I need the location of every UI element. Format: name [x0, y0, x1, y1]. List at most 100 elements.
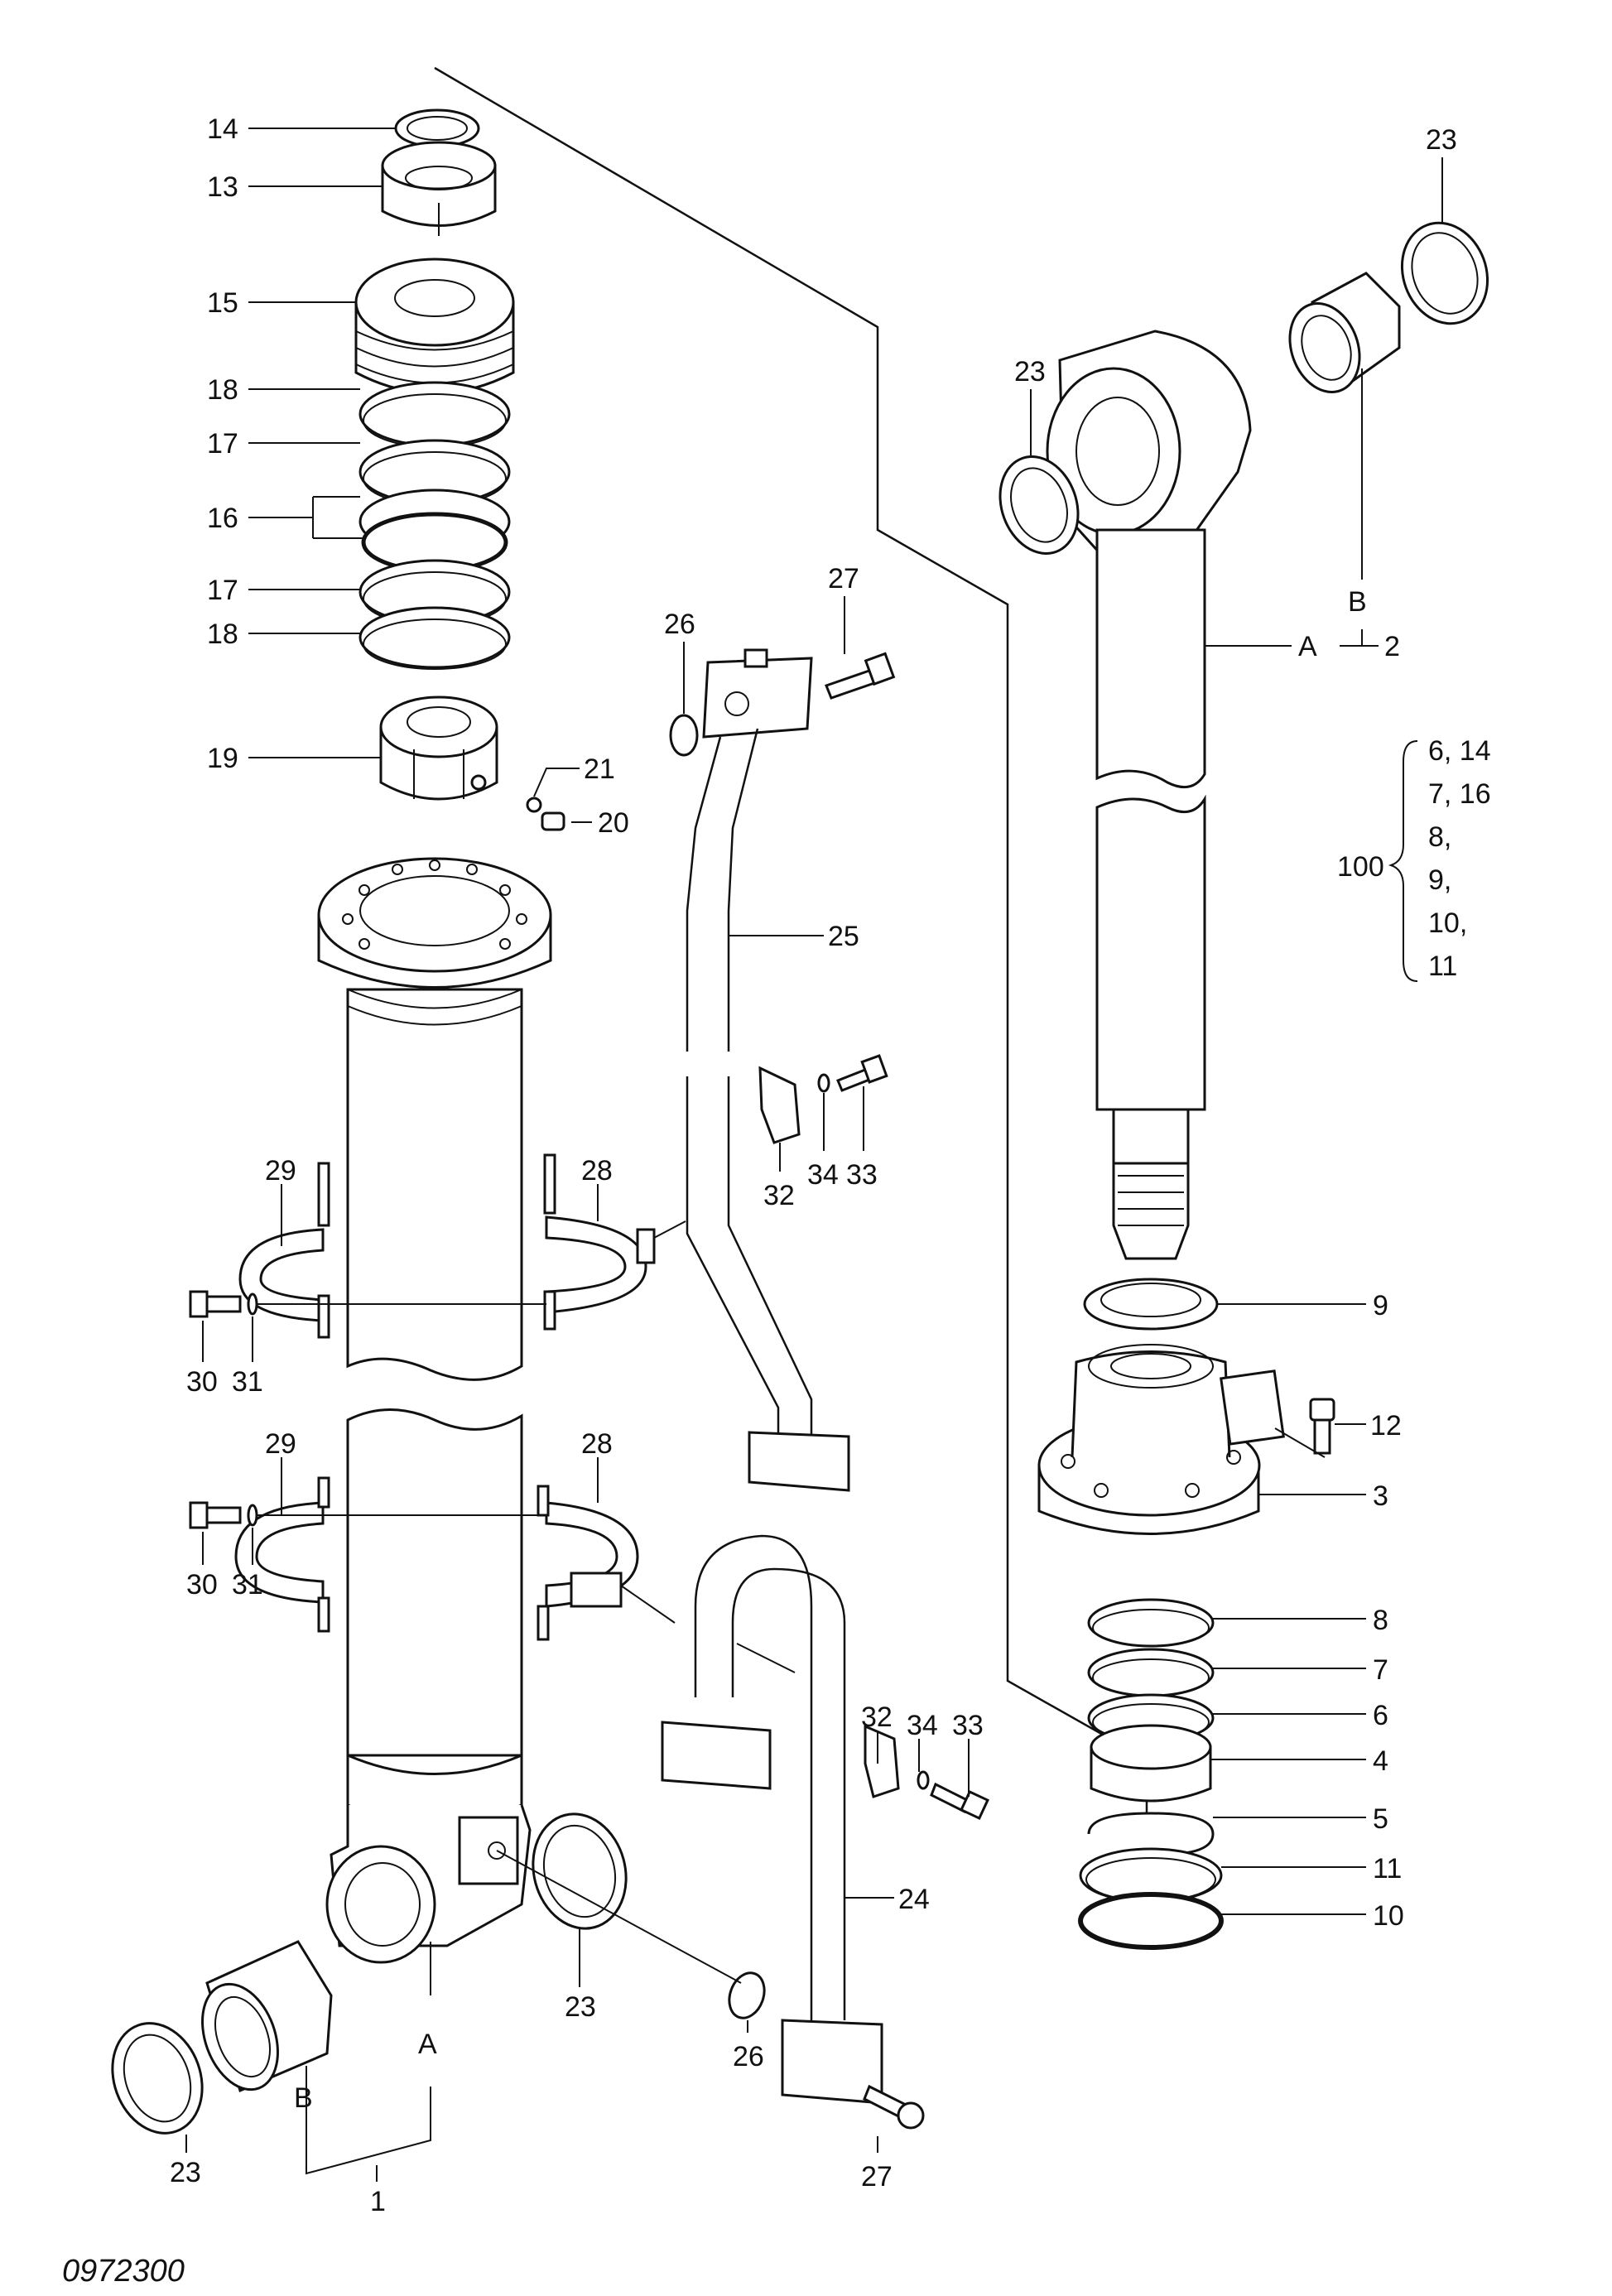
pipe-25: [686, 648, 850, 1492]
seal-stack-right: [1078, 1598, 1224, 1950]
label-19: 19: [207, 743, 238, 774]
label-9: 9: [1373, 1290, 1388, 1321]
rod-eye: [1046, 330, 1252, 573]
label-27-lower: 27: [861, 2161, 893, 2193]
kit-item-6: 11: [1428, 951, 1457, 982]
kit-item-5: 10,: [1428, 907, 1467, 939]
o-ring-26-lower: [728, 1971, 766, 2019]
seal-23-rod-eye: [998, 455, 1080, 555]
clamp-32-upper: [758, 1066, 801, 1144]
label-34-upper: 34: [807, 1159, 839, 1191]
ball-21: [526, 797, 542, 813]
label-10: 10: [1373, 1900, 1404, 1932]
leader-lines: [185, 128, 1443, 2182]
ring-9: [1083, 1278, 1219, 1331]
label-18-lower: 18: [207, 619, 238, 650]
kit-item-4: 9,: [1428, 864, 1451, 896]
cylinder-tube-upper: [346, 988, 523, 1381]
label-21: 21: [584, 753, 615, 785]
label-31-upper: 31: [232, 1366, 263, 1398]
label-15: 15: [207, 287, 238, 319]
label-18-upper: 18: [207, 374, 238, 406]
band-lower: [234, 1476, 639, 1641]
bushing-b-right: [1288, 272, 1401, 393]
label-6: 6: [1373, 1700, 1388, 1731]
label-23-top-right: 23: [1426, 124, 1457, 156]
piston-15: [354, 258, 515, 395]
bolt-27-upper: [825, 652, 896, 700]
kit-item-3: 8,: [1428, 821, 1451, 853]
label-5: 5: [1373, 1803, 1388, 1835]
label-12: 12: [1370, 1410, 1402, 1442]
bushing-b-left: [201, 1940, 333, 2093]
label-23-left: 23: [170, 2157, 201, 2188]
kit-100-list: 6, 14 7, 16 8, 9, 10, 11: [1428, 735, 1491, 982]
label-17-lower: 17: [207, 575, 238, 606]
label-11: 11: [1373, 1853, 1402, 1884]
label-a-left: A: [418, 2029, 437, 2060]
rod-lower: [1095, 794, 1206, 1260]
label-25: 25: [828, 921, 859, 952]
kit-item-1: 6, 14: [1428, 735, 1491, 767]
label-24: 24: [898, 1884, 930, 1915]
label-a-right: A: [1298, 631, 1317, 662]
part-labels: 14 13 15 18 17 16 17 18 19 21 20 29 28 3…: [170, 113, 1457, 2217]
label-27-upper: 27: [828, 563, 859, 594]
label-14: 14: [207, 113, 238, 145]
band-upper: [238, 1153, 656, 1339]
label-28-upper: 28: [581, 1155, 613, 1187]
label-3: 3: [1373, 1480, 1388, 1512]
label-b-left: B: [294, 2082, 313, 2114]
label-30-lower: 30: [186, 1569, 218, 1600]
label-33-lower: 33: [952, 1710, 984, 1741]
piston-rings-stack: [358, 381, 511, 670]
label-23-rod-eye: 23: [1014, 356, 1046, 387]
rod-cover-3: [1037, 1344, 1285, 1535]
label-26-lower: 26: [733, 2041, 764, 2072]
label-32-lower: 32: [861, 1702, 893, 1733]
seal-23-left: [111, 2022, 204, 2135]
bolt-12: [1309, 1398, 1335, 1455]
label-33-upper: 33: [846, 1159, 878, 1191]
label-13: 13: [207, 171, 238, 203]
label-29-lower: 29: [265, 1428, 296, 1460]
label-30-upper: 30: [186, 1366, 218, 1398]
label-16: 16: [207, 503, 238, 534]
kit-item-2: 7, 16: [1428, 778, 1491, 810]
label-32-upper: 32: [763, 1180, 795, 1211]
clamp-32-lower: [864, 1724, 900, 1798]
label-29-upper: 29: [265, 1155, 296, 1187]
seal-23-mid: [532, 1812, 628, 1930]
label-7: 7: [1373, 1654, 1388, 1686]
pipe-24: [661, 1534, 883, 2105]
bolt-27-lower: [863, 2084, 925, 2130]
label-100: 100: [1337, 851, 1384, 883]
bolt-33-lower: [917, 1770, 989, 1820]
bolt-33-upper: [817, 1054, 888, 1093]
label-1: 1: [370, 2186, 386, 2217]
label-26-upper: 26: [664, 609, 695, 640]
cylinder-bottom-eye: [325, 1804, 532, 1964]
label-34-lower: 34: [907, 1710, 938, 1741]
bolt-30-upper: [189, 1290, 258, 1318]
label-20: 20: [598, 807, 629, 839]
rod-upper: [1095, 528, 1206, 789]
label-28-lower: 28: [581, 1428, 613, 1460]
cylinder-tube-lower: [346, 1408, 523, 1827]
label-17-upper: 17: [207, 428, 238, 460]
label-b-right: B: [1348, 586, 1367, 618]
wear-ring-13: [381, 141, 497, 236]
bolt-30-lower: [189, 1501, 258, 1529]
label-23-mid: 23: [565, 1991, 596, 2023]
o-ring-26-upper: [669, 714, 699, 757]
label-4: 4: [1373, 1745, 1388, 1777]
label-31-lower: 31: [232, 1569, 263, 1600]
nut-19: [379, 696, 498, 801]
label-2: 2: [1384, 631, 1400, 662]
cylinder-head-flange: [317, 857, 552, 989]
seal-23-top-right: [1400, 221, 1489, 325]
drawing-reference-number: 0972300: [62, 2254, 185, 2289]
label-8: 8: [1373, 1605, 1388, 1636]
seal-ring-14: [394, 108, 480, 148]
